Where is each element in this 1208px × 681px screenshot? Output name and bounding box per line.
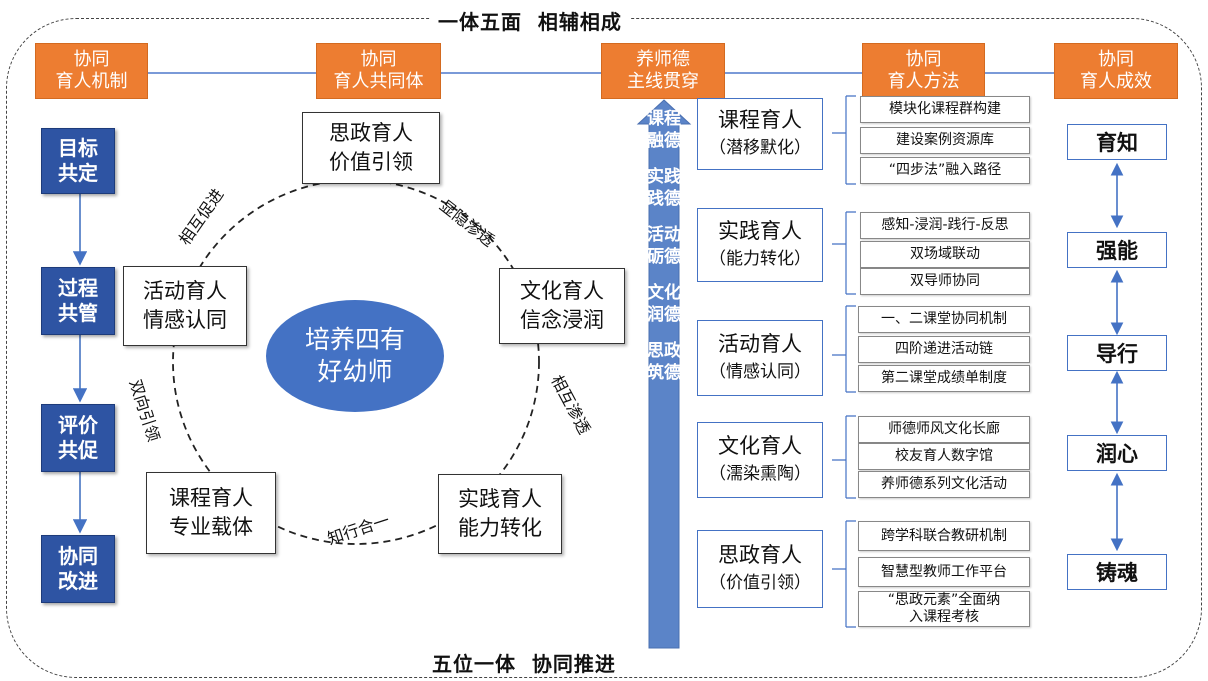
method-sub: （情感认同） <box>709 362 811 382</box>
node-line1: 活动育人 <box>143 279 227 303</box>
mechanism-process: 过程 共管 <box>41 267 115 335</box>
mechanism-line2: 共管 <box>58 301 98 325</box>
mechanism-line1: 协同 <box>58 544 98 568</box>
node-line1: 文化育人 <box>520 279 604 303</box>
method-title: 文化育人 <box>718 434 802 458</box>
header-line1: 协同 <box>905 49 942 70</box>
method-item: 双导师协同 <box>860 268 1030 295</box>
method-item: 校友育人数字馆 <box>858 443 1030 470</box>
method-activity: 活动育人 （情感认同） <box>697 320 823 396</box>
mainline-text-column: 课程融德 实践践德 活动砺德 文化润德 思政筑德 <box>646 108 682 398</box>
mechanism-goal: 目标 共定 <box>41 128 115 194</box>
method-item: “四步法”融入路径 <box>860 157 1030 184</box>
mechanism-line2: 共促 <box>58 438 98 462</box>
header-results: 协同 育人成效 <box>1054 43 1178 99</box>
header-line2: 育人机制 <box>55 71 128 92</box>
method-item: 师德师风文化长廊 <box>858 416 1030 443</box>
node-line1: 思政育人 <box>329 121 413 145</box>
method-practice: 实践育人 （能力转化） <box>697 208 823 282</box>
result-heart: 润心 <box>1067 435 1167 471</box>
mechanism-line1: 评价 <box>58 413 98 437</box>
mainline-item: 文化润德 <box>647 283 681 325</box>
result-conduct: 导行 <box>1067 335 1167 371</box>
node-course: 课程育人 专业载体 <box>146 472 276 554</box>
result-ability: 强能 <box>1067 232 1167 268</box>
method-item: “思政元素”全面纳入课程考核 <box>858 591 1030 627</box>
header-method: 协同 育人方法 <box>862 43 985 99</box>
mainline-item: 课程融德 <box>647 109 681 151</box>
header-line2: 育人成效 <box>1080 71 1152 92</box>
node-ideological: 思政育人 价值引领 <box>302 112 440 184</box>
mechanism-line2: 共定 <box>58 161 98 185</box>
method-item: 建设案例资源库 <box>860 127 1030 154</box>
community-cycle-circle <box>172 179 540 545</box>
center-line2: 好幼师 <box>317 357 393 386</box>
method-ideological: 思政育人 （价值引领） <box>697 530 823 608</box>
method-sub: （潜移默化） <box>709 138 811 158</box>
method-item: 智慧型教师工作平台 <box>858 557 1030 587</box>
node-line1: 课程育人 <box>169 486 253 510</box>
center-goal-ellipse: 培养四有 好幼师 <box>266 300 444 412</box>
method-sub: （能力转化） <box>709 249 811 269</box>
method-title: 实践育人 <box>718 219 802 243</box>
method-course: 课程育人 （潜移默化） <box>697 98 823 170</box>
node-line2: 信念浸润 <box>520 308 604 332</box>
result-soul: 铸魂 <box>1067 554 1167 590</box>
method-item: 跨学科联合教研机制 <box>858 521 1030 551</box>
header-mechanism: 协同 育人机制 <box>35 43 148 99</box>
node-line1: 实践育人 <box>458 487 542 511</box>
result-knowledge: 育知 <box>1067 124 1167 160</box>
method-item: 养师德系列文化活动 <box>858 471 1030 498</box>
header-line2: 主线贯穿 <box>627 71 699 92</box>
mechanism-evaluation: 评价 共促 <box>41 404 115 472</box>
mechanism-line1: 过程 <box>58 276 98 300</box>
node-line2: 专业载体 <box>169 515 253 539</box>
header-line2: 育人共同体 <box>333 71 424 92</box>
node-line2: 能力转化 <box>458 516 542 540</box>
mechanism-line1: 目标 <box>58 136 98 160</box>
method-sub: （价值引领） <box>709 573 811 593</box>
mechanism-line2: 改进 <box>58 569 98 593</box>
node-practice: 实践育人 能力转化 <box>438 474 562 554</box>
mainline-item: 实践践德 <box>647 167 681 209</box>
header-mainline: 养师德 主线贯穿 <box>601 43 725 99</box>
method-item: 四阶递进活动链 <box>858 336 1030 363</box>
method-brackets <box>832 95 856 628</box>
center-line1: 培养四有 <box>304 325 405 354</box>
node-line2: 价值引领 <box>329 150 413 174</box>
method-item: 模块化课程群构建 <box>860 96 1030 123</box>
mainline-item: 思政筑德 <box>647 341 681 383</box>
method-item: 一、二课堂协同机制 <box>858 306 1030 333</box>
method-title: 课程育人 <box>718 108 802 132</box>
method-title: 活动育人 <box>718 332 802 356</box>
header-line1: 协同 <box>73 49 110 70</box>
method-item: 第二课堂成绩单制度 <box>858 365 1030 392</box>
node-line2: 情感认同 <box>143 308 227 332</box>
bottom-title: 五位一体 协同推进 <box>424 648 624 677</box>
mechanism-improve: 协同 改进 <box>41 535 115 603</box>
method-sub: （濡染熏陶） <box>709 464 811 484</box>
header-line1: 协同 <box>1098 49 1134 70</box>
top-title: 一体五面 相辅相成 <box>430 6 630 35</box>
header-line1: 协同 <box>360 49 397 70</box>
method-title: 思政育人 <box>718 543 802 567</box>
header-line1: 养师德 <box>636 49 690 70</box>
header-line2: 育人方法 <box>887 71 960 92</box>
method-item: 感知-浸润-践行-反思 <box>860 212 1030 239</box>
header-community: 协同 育人共同体 <box>316 43 441 99</box>
method-item: 双场域联动 <box>860 241 1030 268</box>
mainline-item: 活动砺德 <box>647 225 681 267</box>
node-culture: 文化育人 信念浸润 <box>499 268 625 344</box>
method-culture: 文化育人 （濡染熏陶） <box>697 422 823 498</box>
mainline-arrow <box>636 99 692 649</box>
node-activity: 活动育人 情感认同 <box>123 266 247 346</box>
